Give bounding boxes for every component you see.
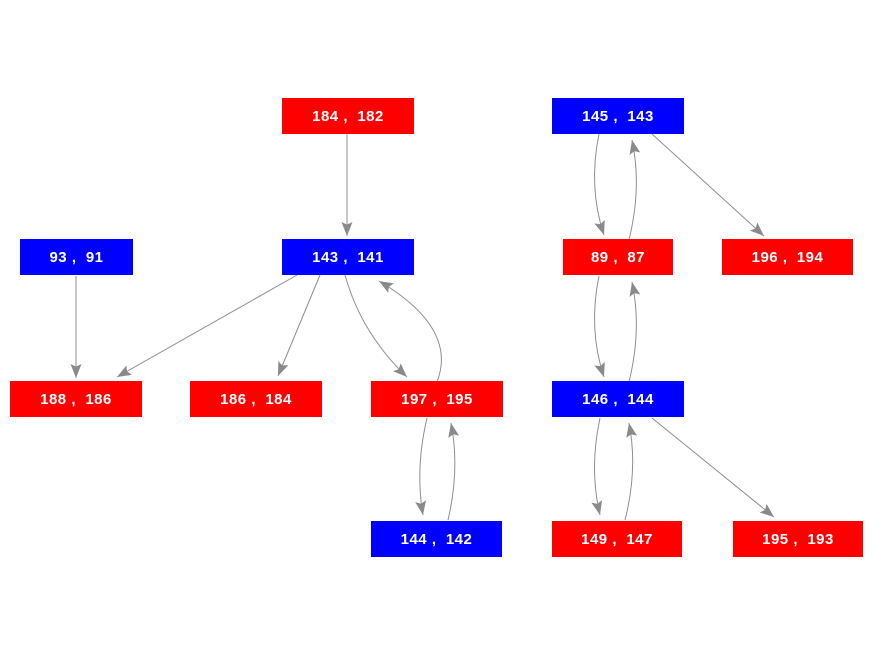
node-label: 146 , 144 — [582, 390, 654, 408]
graph-node-n146-144[interactable]: 146 , 144 — [552, 381, 684, 417]
edge-n197-195-to-n143-141 — [378, 280, 442, 383]
graph-node-n195-193[interactable]: 195 , 193 — [733, 521, 863, 557]
node-label: 149 , 147 — [581, 530, 653, 548]
node-label: 143 , 141 — [312, 248, 384, 266]
node-label: 145 , 143 — [582, 107, 654, 125]
edge-n149-147-to-n146-144 — [624, 422, 638, 521]
graph-node-n145-143[interactable]: 145 , 143 — [552, 98, 684, 134]
edge-n145-143-to-n89-87 — [594, 133, 605, 236]
graph-node-n197-195[interactable]: 197 , 195 — [371, 381, 503, 417]
graph-node-n196-194[interactable]: 196 , 194 — [722, 239, 853, 275]
node-label: 184 , 182 — [312, 107, 384, 125]
graph-node-n93-91[interactable]: 93 , 91 — [20, 239, 133, 275]
edge-n143-141-to-n186-184 — [277, 274, 321, 377]
graph-node-n184-182[interactable]: 184 , 182 — [282, 98, 414, 134]
graph-node-n89-87[interactable]: 89 , 87 — [563, 239, 673, 275]
edge-n89-87-to-n145-143 — [628, 139, 641, 241]
edge-n197-195-to-n144-142 — [415, 417, 428, 516]
edge-n146-144-to-n89-87 — [628, 281, 641, 383]
graph-node-n149-147[interactable]: 149 , 147 — [552, 521, 682, 557]
node-label: 188 , 186 — [40, 390, 112, 408]
node-label: 197 , 195 — [401, 390, 473, 408]
node-label: 196 , 194 — [751, 248, 824, 266]
node-label: 186 , 184 — [220, 390, 292, 408]
graph-node-n144-142[interactable]: 144 , 142 — [371, 521, 502, 557]
edge-n144-142-to-n197-195 — [447, 422, 460, 521]
graph-node-n188-186[interactable]: 188 , 186 — [10, 381, 142, 417]
node-label: 144 , 142 — [400, 530, 473, 548]
edge-n146-144-to-n149-147 — [591, 417, 603, 516]
edge-n143-141-to-n188-186 — [116, 274, 298, 378]
node-label: 93 , 91 — [49, 248, 104, 266]
graph-node-n186-184[interactable]: 186 , 184 — [190, 381, 322, 417]
node-label: 195 , 193 — [762, 530, 834, 548]
graph-node-n143-141[interactable]: 143 , 141 — [282, 239, 414, 275]
edge-n89-87-to-n146-144 — [594, 275, 605, 378]
edge-n145-143-to-n196-194 — [651, 133, 765, 237]
edge-n146-144-to-n195-193 — [651, 417, 775, 518]
node-label: 89 , 87 — [590, 248, 646, 266]
edge-n143-141-to-n197-195 — [344, 274, 408, 378]
